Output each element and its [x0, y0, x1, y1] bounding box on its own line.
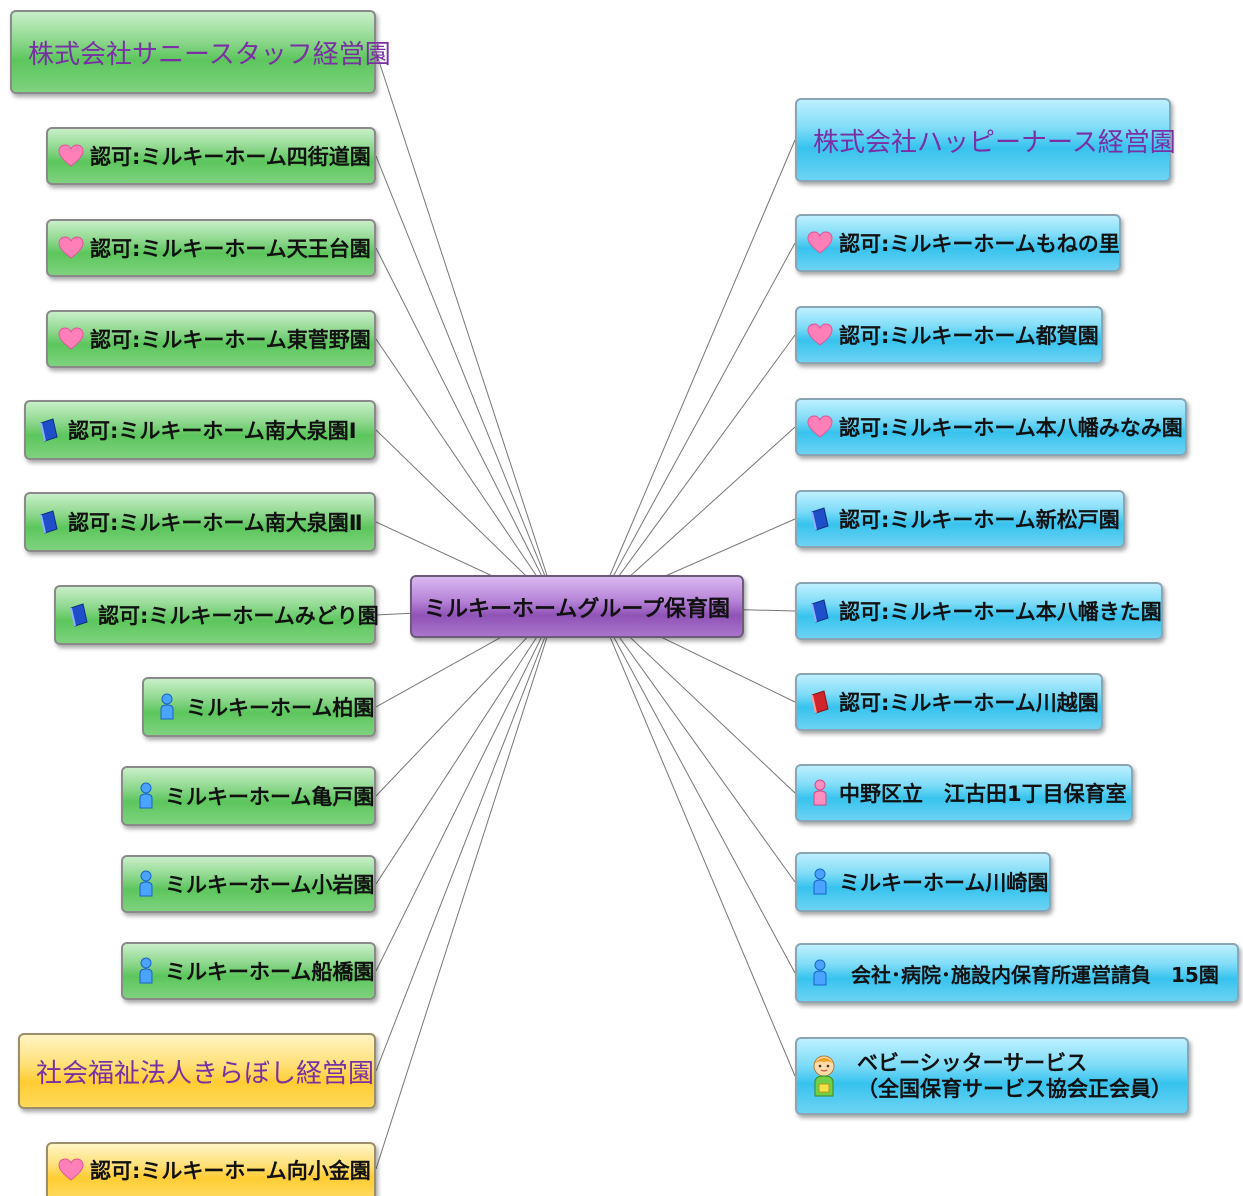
node-tennodai[interactable]: 認可:ミルキーホーム天王台園: [46, 219, 376, 277]
blue-person-icon: [133, 870, 159, 897]
node-tsuga[interactable]: 認可:ミルキーホーム都賀園: [795, 306, 1103, 364]
node-mukaikogane[interactable]: 認可:ミルキーホーム向小金園: [46, 1142, 376, 1196]
connector-line: [375, 605, 558, 972]
node-motoyawata-kita-label: 認可:ミルキーホーム本八幡きた園: [839, 600, 1162, 624]
child-icon: [807, 1054, 841, 1098]
center-node[interactable]: ミルキーホームグループ保育園: [410, 575, 744, 638]
blue-book-icon: [36, 509, 62, 535]
kiraboshi-header-label: 社会福祉法人きらぼし経営園: [36, 1058, 375, 1089]
node-yotsukaido[interactable]: 認可:ミルキーホーム四街道園: [46, 127, 376, 185]
connector-line: [375, 155, 558, 607]
kiraboshi-header[interactable]: 社会福祉法人きらぼし経営園: [18, 1033, 376, 1109]
blue-person-icon: [133, 782, 159, 809]
connector-line: [375, 605, 558, 885]
node-contract[interactable]: 会社･病院･施設内保育所運営請負 15園: [795, 943, 1239, 1003]
blue-book-icon: [807, 506, 833, 532]
node-koiwa-label: ミルキーホーム小岩園: [165, 873, 375, 897]
blue-person-icon: [807, 959, 833, 986]
node-koiwa[interactable]: ミルキーホーム小岩園: [121, 855, 376, 913]
blue-person-icon: [133, 957, 159, 984]
node-yotsukaido-label: 認可:ミルキーホーム四街道園: [90, 145, 371, 169]
connector-line: [596, 605, 796, 1077]
node-motoyawata-minami[interactable]: 認可:ミルキーホーム本八幡みなみ園: [795, 398, 1187, 456]
node-tsuga-label: 認可:ミルキーホーム都賀園: [839, 324, 1099, 348]
connector-line: [596, 605, 796, 974]
sunny-staff-header-label: 株式会社サニースタッフ経営園: [28, 39, 391, 70]
node-babysitter-line1: ベビーシッターサービス: [857, 1051, 1088, 1075]
node-midori[interactable]: 認可:ミルキーホームみどり園: [54, 585, 379, 645]
heart-icon: [807, 322, 833, 348]
node-funabashi-label: ミルキーホーム船橋園: [165, 960, 375, 984]
blue-person-icon: [807, 868, 833, 895]
sunny-staff-header[interactable]: 株式会社サニースタッフ経営園: [10, 10, 391, 94]
node-minamioizumi-2[interactable]: 認可:ミルキーホーム南大泉園Ⅱ: [24, 492, 376, 552]
blue-book-icon: [36, 417, 62, 443]
heart-icon: [58, 326, 84, 352]
red-book-icon: [807, 689, 833, 715]
node-kawasaki[interactable]: ミルキーホーム川崎園: [795, 852, 1051, 912]
node-egota[interactable]: 中野区立 江古田1丁目保育室: [795, 764, 1133, 822]
connector-line: [596, 139, 796, 607]
node-kashiwa-label: ミルキーホーム柏園: [186, 696, 375, 720]
connector-line: [596, 605, 796, 883]
node-kawagoe-label: 認可:ミルキーホーム川越園: [839, 691, 1099, 715]
node-babysitter[interactable]: ベビーシッターサービス （全国保育サービス協会正会員）: [795, 1037, 1189, 1115]
happy-nurse-header[interactable]: 株式会社ハッピーナース経営園: [795, 98, 1176, 182]
node-kashiwa[interactable]: ミルキーホーム柏園: [142, 677, 376, 737]
connector-line: [375, 247, 558, 607]
node-monenosato[interactable]: 認可:ミルキーホームもねの里: [795, 214, 1121, 272]
node-kameido[interactable]: ミルキーホーム亀戸園: [121, 766, 376, 826]
node-kameido-label: ミルキーホーム亀戸園: [165, 785, 375, 809]
heart-icon: [58, 1157, 84, 1183]
connector-line: [375, 605, 558, 1072]
connector-line: [375, 51, 558, 607]
node-minamioizumi-1[interactable]: 認可:ミルキーホーム南大泉園Ⅰ: [24, 400, 376, 460]
blue-person-icon: [154, 693, 180, 720]
happy-nurse-header-label: 株式会社ハッピーナース経営園: [813, 127, 1176, 158]
blue-book-icon: [807, 598, 833, 624]
node-kawagoe[interactable]: 認可:ミルキーホーム川越園: [795, 673, 1103, 731]
connector-line: [596, 242, 796, 607]
node-egota-label: 中野区立 江古田1丁目保育室: [839, 782, 1127, 806]
node-monenosato-label: 認可:ミルキーホームもねの里: [839, 232, 1120, 256]
heart-icon: [807, 230, 833, 256]
node-mukaikogane-label: 認可:ミルキーホーム向小金園: [90, 1159, 371, 1183]
connector-line: [596, 334, 796, 607]
node-minamioizumi-1-label: 認可:ミルキーホーム南大泉園Ⅰ: [68, 419, 357, 443]
node-shinmatsudo-label: 認可:ミルキーホーム新松戸園: [839, 508, 1120, 532]
node-minamioizumi-2-label: 認可:ミルキーホーム南大泉園Ⅱ: [68, 511, 363, 535]
node-shinmatsudo[interactable]: 認可:ミルキーホーム新松戸園: [795, 490, 1125, 548]
node-motoyawata-minami-label: 認可:ミルキーホーム本八幡みなみ園: [839, 416, 1183, 440]
node-funabashi[interactable]: ミルキーホーム船橋園: [121, 942, 376, 1000]
node-midori-label: 認可:ミルキーホームみどり園: [98, 604, 379, 628]
center-label: ミルキーホームグループ保育園: [423, 596, 731, 622]
blue-book-icon: [66, 602, 92, 628]
node-motoyawata-kita[interactable]: 認可:ミルキーホーム本八幡きた園: [795, 582, 1163, 640]
node-tennodai-label: 認可:ミルキーホーム天王台園: [90, 237, 371, 261]
pink-person-icon: [807, 779, 833, 806]
node-higashisugano[interactable]: 認可:ミルキーホーム東菅野園: [46, 310, 376, 368]
heart-icon: [58, 235, 84, 261]
node-contract-label: 会社･病院･施設内保育所運営請負 15園: [851, 962, 1219, 987]
node-babysitter-line2: （全国保育サービス協会正会員）: [857, 1077, 1172, 1101]
heart-icon: [58, 143, 84, 169]
connector-line: [375, 605, 558, 1170]
heart-icon: [807, 414, 833, 440]
node-higashisugano-label: 認可:ミルキーホーム東菅野園: [90, 328, 371, 352]
node-kawasaki-label: ミルキーホーム川崎園: [839, 871, 1049, 895]
connector-line: [375, 338, 558, 607]
